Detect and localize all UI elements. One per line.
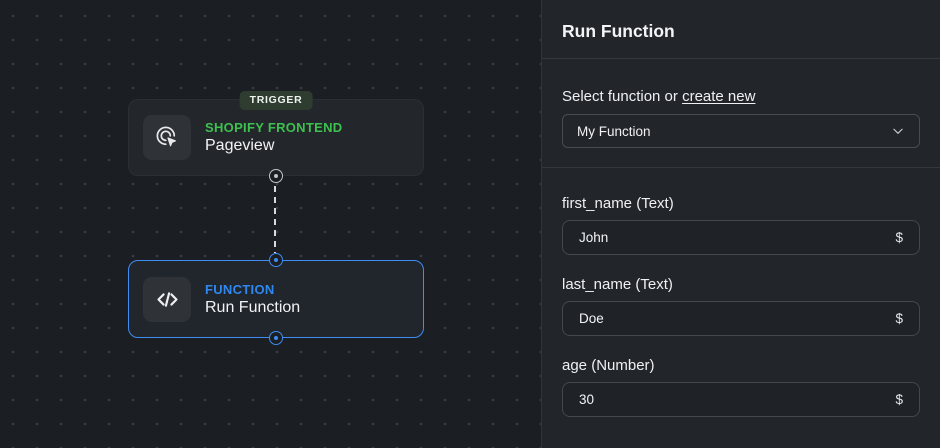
code-icon <box>156 291 178 307</box>
function-select[interactable]: My Function <box>562 114 920 148</box>
node-kicker: FUNCTION <box>205 281 275 297</box>
function-output-port[interactable] <box>269 331 283 345</box>
node-text: FUNCTION Run Function <box>205 282 300 317</box>
trigger-output-port[interactable] <box>269 169 283 183</box>
age-input[interactable] <box>579 392 888 407</box>
field-input-wrap: $ <box>562 220 920 255</box>
node-kicker: SHOPIFY FRONTEND <box>205 120 343 135</box>
node-title: Run Function <box>205 298 301 316</box>
workflow-canvas[interactable]: TRIGGER SHOPIFY FRONTEND Pageview FUNCTI… <box>0 0 541 448</box>
panel-title: Run Function <box>562 21 675 41</box>
create-new-link[interactable]: create new <box>682 88 756 105</box>
field-input-wrap: $ <box>562 382 920 417</box>
node-text: SHOPIFY FRONTEND Pageview <box>205 120 342 155</box>
field-first-name: first_name (Text) $ <box>562 195 920 255</box>
function-input-port[interactable] <box>269 253 283 267</box>
function-select-section: Select function or create new My Functio… <box>542 59 940 168</box>
select-function-label-text: Select function or <box>562 88 683 105</box>
function-select-value: My Function <box>577 123 651 139</box>
cursor-click-icon <box>156 126 176 147</box>
function-arguments-section: first_name (Text) $ last_name (Text) $ a… <box>542 168 940 417</box>
variable-insert-icon[interactable]: $ <box>895 392 903 407</box>
edge-trigger-to-function <box>274 186 276 253</box>
field-label: last_name (Text) <box>562 276 673 293</box>
field-label: age (Number) <box>562 357 655 374</box>
last-name-input[interactable] <box>579 311 888 326</box>
chevron-down-icon <box>893 128 903 134</box>
field-age: age (Number) $ <box>562 357 920 417</box>
node-title: Pageview <box>205 137 275 154</box>
node-trigger-pageview[interactable]: TRIGGER SHOPIFY FRONTEND Pageview <box>128 91 424 183</box>
field-label: first_name (Text) <box>562 195 674 212</box>
config-panel: Run Function Select function or create n… <box>541 0 940 448</box>
field-last-name: last_name (Text) $ <box>562 276 920 336</box>
select-function-label: Select function or create new <box>562 88 920 106</box>
node-icon-box <box>143 115 191 160</box>
node-icon-box <box>143 276 191 322</box>
field-input-wrap: $ <box>562 301 920 336</box>
first-name-input[interactable] <box>579 230 888 245</box>
panel-header: Run Function <box>542 0 940 59</box>
node-run-function[interactable]: FUNCTION Run Function <box>128 253 424 345</box>
variable-insert-icon[interactable]: $ <box>895 230 903 245</box>
trigger-badge: TRIGGER <box>239 91 313 110</box>
variable-insert-icon[interactable]: $ <box>895 311 903 326</box>
